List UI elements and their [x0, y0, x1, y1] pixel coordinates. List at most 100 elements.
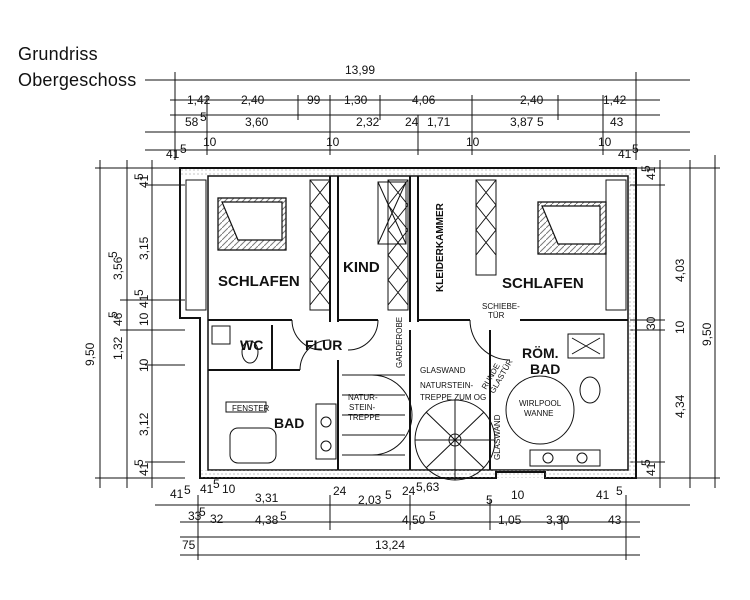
spiral-staircase [414, 399, 496, 481]
dim-top-row2-b: 5 [200, 110, 207, 124]
room-label-roem: RÖM. [522, 345, 559, 361]
dim-bottom-row2-j: 43 [608, 513, 622, 527]
label-fenster: FENSTER [232, 404, 270, 413]
dim-left-g: 46 [111, 312, 125, 326]
bed-right [537, 201, 607, 255]
dim-top-row2-h: 5 [537, 115, 544, 129]
dim-top-row2-a: 58 [185, 115, 199, 129]
dimension-lines-bottom [155, 495, 690, 560]
room-label-schlafen-left: SCHLAFEN [218, 273, 300, 290]
dim-bottom-row1-m: 10 [511, 488, 525, 502]
label-natur-left-1: NATUR- [348, 393, 378, 402]
room-label-roem-bad: BAD [530, 361, 560, 377]
dimension-lines-right [630, 155, 720, 488]
dim-top-row3-b: 5 [180, 142, 187, 156]
label-naturstein-right-2: TREPPE ZUM OG [420, 393, 486, 402]
dim-bottom-row1-i: 5 [385, 488, 392, 502]
dim-bottom-row1-n: 41 [596, 488, 610, 502]
dim-bottom-row1-l: 5 [486, 493, 493, 507]
dim-bottom-row1-e: 10 [222, 482, 236, 496]
stone-stairs [342, 374, 413, 456]
dim-left-a: 3,56 [111, 256, 125, 280]
dim-bottom-row2-h: 1,05 [498, 513, 522, 527]
plan-title-line-2: Obergeschoss [18, 70, 137, 90]
dim-left-l: 41 [137, 294, 151, 308]
label-wirlpool-1: WIRLPOOL [519, 399, 562, 408]
dim-left-d: 41 [137, 174, 151, 188]
bathroom-fixtures [225, 401, 337, 464]
label-schiebetuer-1: SCHIEBE- [482, 302, 520, 311]
bed-left [217, 197, 287, 251]
dim-left-h: 5 [106, 311, 120, 318]
dim-right-i: 5 [639, 459, 653, 466]
dim-left-j: 10 [137, 358, 151, 372]
dim-bottom-row1-o: 5 [616, 484, 623, 498]
dim-top-row1-a: 1,42 [187, 93, 211, 107]
dim-left-f: 1,32 [111, 336, 125, 360]
dim-bottom-row3-b: 13,24 [375, 538, 405, 552]
room-label-bad: BAD [274, 415, 304, 431]
dim-right-e: 10 [673, 320, 687, 334]
kind-furniture [377, 181, 407, 245]
dim-bottom-row1-g: 24 [333, 484, 347, 498]
dim-top-total: 13,99 [345, 63, 375, 77]
dim-top-row2-i: 43 [610, 115, 624, 129]
plan-title-line-1: Grundriss [18, 44, 98, 64]
dim-top-row1-d: 1,30 [344, 93, 368, 107]
label-naturstein-right-1: NATURSTEIN- [420, 381, 474, 390]
dim-top-row2-c: 3,60 [245, 115, 269, 129]
dim-top-row1-g: 1,42 [603, 93, 627, 107]
dimension-lines-top [145, 72, 690, 160]
label-garderobe: GARDEROBE [395, 317, 404, 368]
dim-left-m: 5 [132, 289, 146, 296]
dim-left-b: 5 [106, 251, 120, 258]
dim-left-e: 5 [132, 173, 146, 180]
dim-top-row3-g: 41 [618, 147, 632, 161]
dim-bottom-row2-d: 4,38 [255, 513, 279, 527]
dim-top-row1-b: 2,40 [241, 93, 265, 107]
dim-bottom-row2-i: 3,30 [546, 513, 570, 527]
room-label-kleiderkammer: KLEIDERKAMMER [435, 202, 446, 292]
room-label-wc: WC [240, 337, 263, 353]
dim-top-row1-c: 99 [307, 93, 321, 107]
dim-left-o: 5 [132, 459, 146, 466]
dim-bottom-row1-k: 5,63 [416, 480, 440, 494]
dim-top-row2-g: 3,87 [510, 115, 534, 129]
label-natur-left-2: STEIN- [349, 403, 376, 412]
dim-bottom-row2-e: 5 [280, 509, 287, 523]
dim-top-row3-h: 5 [632, 142, 639, 156]
dim-right-d: 30 [644, 316, 658, 330]
dim-top-row3-e: 10 [466, 135, 480, 149]
dimension-lines-left [95, 160, 185, 488]
dim-left-c: 3,15 [137, 236, 151, 260]
dim-right-f: 4,34 [673, 394, 687, 418]
dim-top-row3-c: 10 [203, 135, 217, 149]
dim-bottom-row2-f: 4,50 [402, 513, 426, 527]
dim-right-b: 5 [639, 165, 653, 172]
label-natur-left-3: TREPPE [348, 413, 380, 422]
label-glaswand-top: GLASWAND [420, 366, 466, 375]
dim-bottom-row2-g: 5 [429, 509, 436, 523]
dim-left-total: 9,50 [83, 342, 97, 366]
label-wirlpool-2: WANNE [524, 409, 553, 418]
dim-bottom-row1-c: 41 [200, 482, 214, 496]
label-glaswand-side: GLASWAND [493, 414, 502, 460]
outer-walls [179, 167, 637, 479]
dim-bottom-row1-f: 3,31 [255, 491, 279, 505]
dim-bottom-row1-b: 5 [184, 483, 191, 497]
label-schiebetuer-2: TÜR [488, 311, 505, 320]
dim-left-i: 10 [137, 312, 151, 326]
wc-fixtures [211, 325, 259, 364]
dim-bottom-row1-j: 24 [402, 484, 416, 498]
room-label-kind: KIND [343, 259, 380, 276]
dim-top-row1-e: 4,06 [412, 93, 436, 107]
dim-left-k: 3,12 [137, 412, 151, 436]
dim-bottom-row3-a: 75 [182, 538, 196, 552]
dim-top-row3-f: 10 [598, 135, 612, 149]
dim-right-a: 41 [644, 166, 658, 180]
dim-top-row3-d: 10 [326, 135, 340, 149]
dim-right-h: 41 [644, 462, 658, 476]
dim-top-row2-e: 24 [405, 115, 419, 129]
room-label-flur: FLUR [305, 337, 342, 353]
